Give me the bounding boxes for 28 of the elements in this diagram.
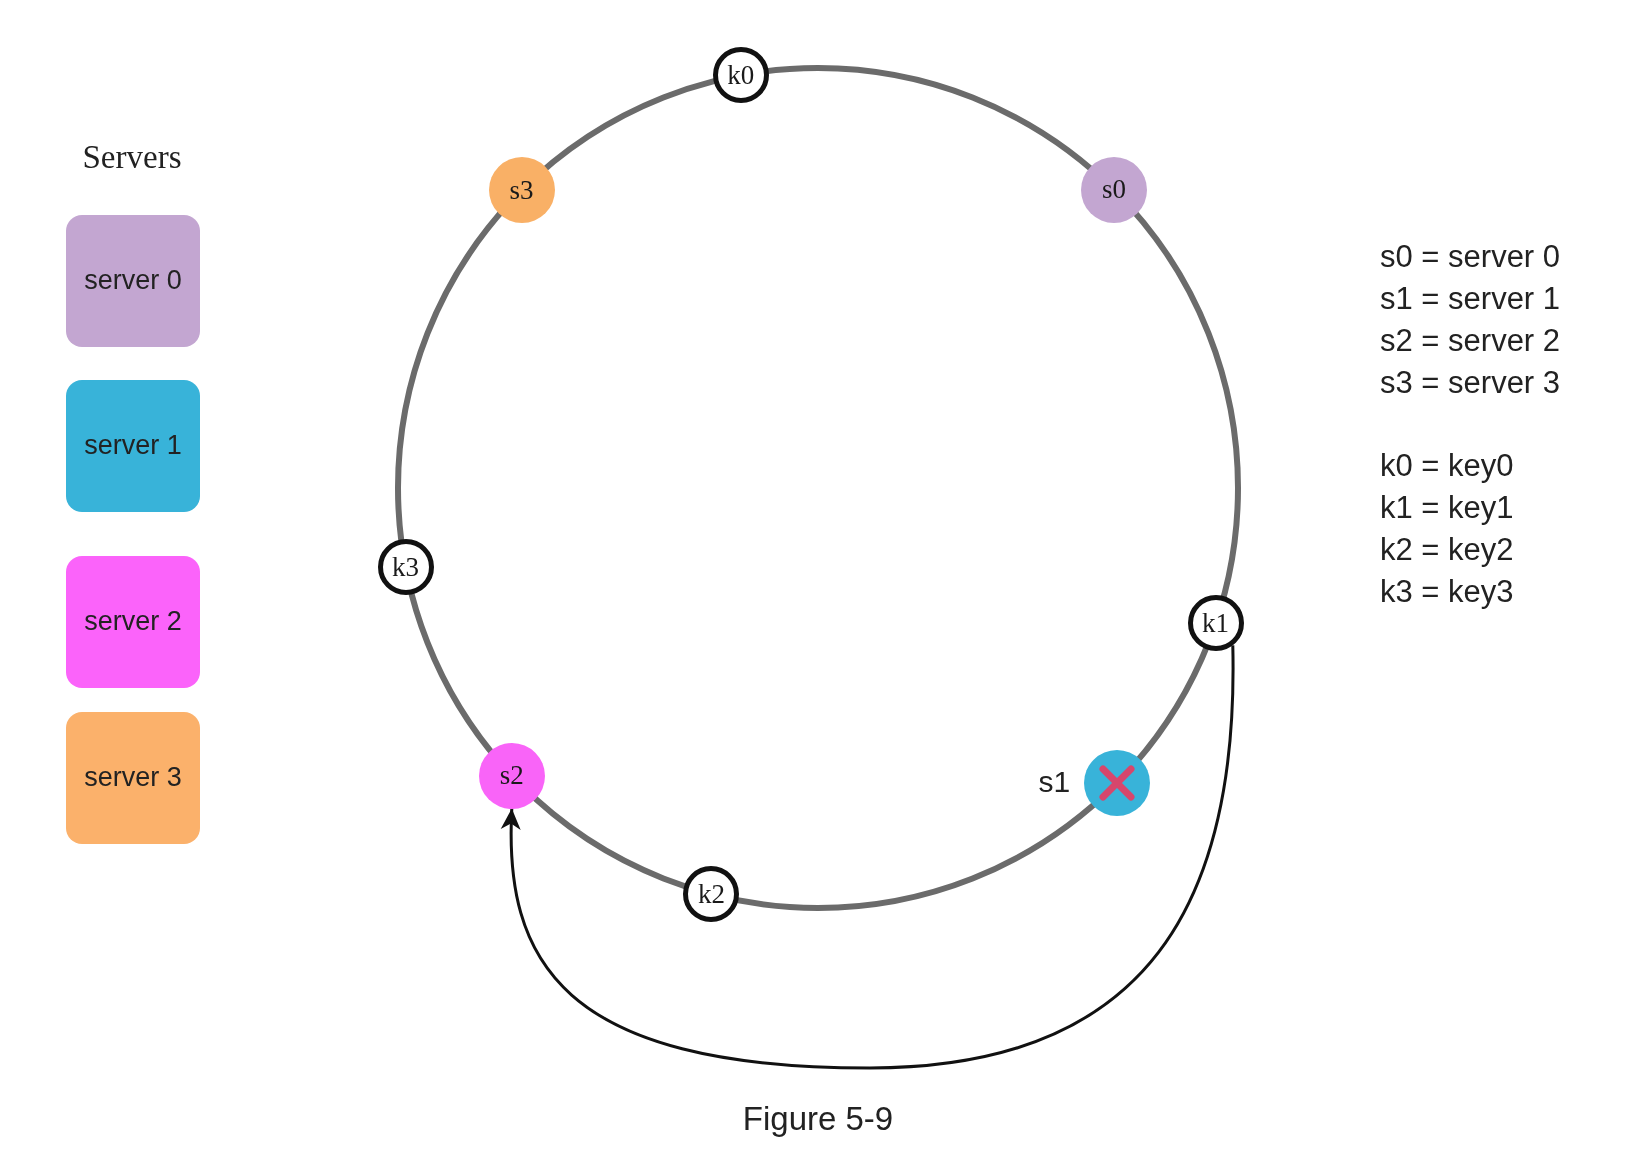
node-label: k3 — [392, 553, 420, 581]
node-caption: s1 — [1038, 764, 1071, 800]
server-circle — [1084, 749, 1151, 816]
definition-text: k3 = key3 — [1380, 574, 1514, 610]
legend-title: Servers — [82, 139, 182, 177]
definition-text: k0 = key0 — [1380, 448, 1514, 484]
node-label: k1 — [1202, 609, 1230, 637]
legend-label: server 1 — [84, 431, 182, 461]
definition-text: s3 = server 3 — [1380, 365, 1561, 401]
legend-label: server 0 — [84, 266, 182, 296]
server-circle — [1080, 156, 1147, 223]
node-label: s3 — [509, 177, 534, 204]
node-label: k2 — [697, 880, 725, 908]
node-label: s2 — [499, 762, 524, 789]
server-circle — [488, 157, 555, 224]
definition-text: k1 = key1 — [1380, 490, 1514, 526]
definition-text: k2 = key2 — [1380, 532, 1514, 568]
arrow — [501, 645, 1235, 1070]
figure-caption: Figure 5-9 — [742, 1100, 894, 1138]
node-label: s0 — [1101, 176, 1126, 204]
key-circle — [1187, 595, 1244, 652]
definition-text: s1 = server 1 — [1380, 281, 1561, 317]
definition-text: s2 = server 2 — [1380, 323, 1561, 359]
node-label: k0 — [727, 61, 755, 89]
legend-label: server 3 — [84, 763, 182, 793]
server-circle — [478, 742, 545, 809]
definition-text: s0 = server 0 — [1380, 239, 1561, 275]
legend-label: server 2 — [84, 607, 182, 637]
